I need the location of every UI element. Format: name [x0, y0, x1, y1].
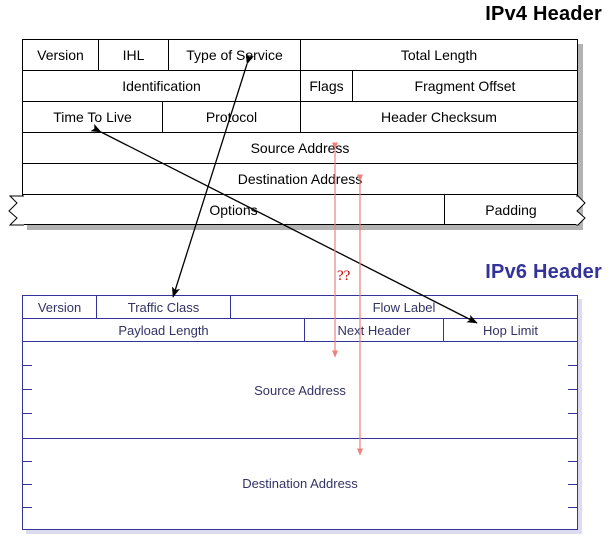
- ipv4-field-options: Options: [23, 195, 445, 224]
- ipv6-destination-tick-left-2: [23, 484, 32, 485]
- ipv4-field-destination-address: Destination Address: [237, 171, 363, 187]
- ipv6-source-tick-right-1: [568, 365, 577, 366]
- ipv6-destination-tick-left-1: [23, 461, 32, 462]
- ipv4-row-3: Time To Live Protocol Header Checksum: [23, 102, 577, 133]
- ipv6-header-title: IPv6 Header: [485, 261, 602, 283]
- options-row-left-torn-edge-icon: [8, 195, 24, 226]
- ipv6-row-1: Version Traffic Class Flow Label: [23, 296, 577, 319]
- ipv6-field-destination-address-block: Destination Address: [23, 439, 577, 528]
- ipv4-field-version: Version: [23, 40, 99, 70]
- ipv4-row-1: Version IHL Type of Service Total Length: [23, 40, 577, 71]
- ipv6-source-tick-left-3: [23, 413, 32, 414]
- ipv6-source-tick-right-2: [568, 389, 577, 390]
- ipv4-field-ihl: IHL: [99, 40, 169, 70]
- unknown-mapping-label: ??: [337, 268, 351, 284]
- options-row-right-torn-edge-icon: [576, 195, 586, 226]
- ipv6-source-tick-left-1: [23, 365, 32, 366]
- ipv6-source-tick-left-2: [23, 389, 32, 390]
- ipv4-field-type-of-service: Type of Service: [169, 40, 301, 70]
- ipv4-row-6: Options Padding: [23, 195, 577, 224]
- ipv4-field-source-address: Source Address: [250, 140, 350, 156]
- ipv6-field-flow-label: Flow Label: [372, 299, 436, 315]
- ipv4-field-total-length: Total Length: [400, 47, 478, 63]
- ipv6-field-destination-address: Destination Address: [242, 476, 358, 491]
- ipv6-source-tick-right-3: [568, 413, 577, 414]
- ipv4-field-padding: Padding: [485, 201, 537, 218]
- ipv6-field-next-header: Next Header: [305, 319, 444, 341]
- ipv6-destination-tick-right-3: [568, 507, 577, 508]
- ipv6-field-payload-length: Payload Length: [23, 319, 305, 341]
- ipv6-row-2: Payload Length Next Header Hop Limit: [23, 319, 577, 342]
- ipv6-destination-tick-left-3: [23, 507, 32, 508]
- ipv4-row-4: Source Address: [23, 133, 577, 164]
- ipv6-field-source-address: Source Address: [254, 382, 346, 398]
- ipv4-row-2: Identification Flags Fragment Offset: [23, 71, 577, 102]
- ipv4-field-protocol: Protocol: [163, 102, 301, 132]
- ipv4-field-time-to-live: Time To Live: [23, 102, 163, 132]
- ipv6-field-traffic-class: Traffic Class: [97, 296, 231, 318]
- ipv4-header-title: IPv4 Header: [485, 3, 602, 25]
- ipv4-header-table: Version IHL Type of Service Total Length…: [8, 39, 586, 226]
- ipv6-field-version: Version: [23, 296, 97, 318]
- ipv4-field-identification: Identification: [23, 71, 301, 101]
- ipv4-field-header-checksum: Header Checksum: [381, 109, 497, 125]
- ipv4-field-fragment-offset: Fragment Offset: [414, 78, 516, 94]
- ipv6-destination-tick-right-2: [568, 484, 577, 485]
- ipv4-field-flags: Flags: [301, 71, 353, 101]
- ipv4-row-5: Destination Address: [23, 164, 577, 195]
- ipv6-field-source-address-block: Source Address: [23, 342, 577, 439]
- ipv6-field-hop-limit: Hop Limit: [483, 322, 538, 338]
- ipv6-destination-tick-right-1: [568, 461, 577, 462]
- ipv6-header-table: Version Traffic Class Flow Label Payload…: [22, 295, 578, 530]
